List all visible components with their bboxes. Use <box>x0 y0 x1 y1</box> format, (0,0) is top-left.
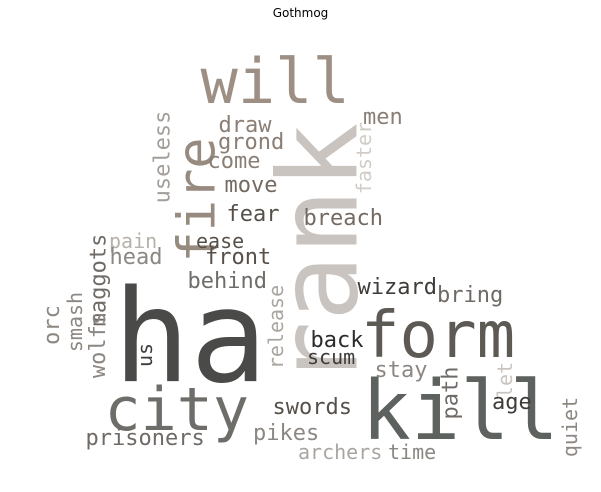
word-wizard: wizard <box>357 275 437 300</box>
word-bring: bring <box>437 283 504 308</box>
word-stay: stay <box>374 358 428 383</box>
word-faster: faster <box>352 121 377 195</box>
word-useless: useless <box>149 110 175 204</box>
word-prisoners: prisoners <box>85 426 205 451</box>
word-release: release <box>264 284 289 370</box>
word-pikes: pikes <box>253 421 320 446</box>
word-ease: ease <box>196 229 245 253</box>
word-kill: kill <box>361 364 559 459</box>
word-city: city <box>104 375 250 445</box>
word-orc: orc <box>39 305 65 345</box>
word-ha: ha <box>113 263 268 412</box>
word-quiet: quiet <box>558 396 583 458</box>
word-behind: behind <box>187 269 267 294</box>
word-form: form <box>361 299 516 373</box>
word-fear: fear <box>226 202 280 227</box>
word-wolfs: wolfs <box>86 311 112 379</box>
word-pain: pain <box>109 229 158 253</box>
word-head: head <box>109 245 163 270</box>
word-smash: smash <box>63 291 88 353</box>
word-scum: scum <box>307 345 356 369</box>
word-men: men <box>363 105 403 130</box>
word-draw: draw <box>218 113 272 138</box>
word-swords: swords <box>272 395 352 420</box>
chart-title: Gothmog <box>272 6 329 20</box>
word-archers: archers <box>298 440 383 464</box>
word-back: back <box>310 328 364 353</box>
word-us: us <box>133 342 158 368</box>
word-time: time <box>388 440 437 464</box>
word-age: age <box>492 390 532 415</box>
word-will: will <box>200 45 350 118</box>
word-come: come <box>207 149 261 174</box>
word-move: move <box>224 173 278 198</box>
word-breach: breach <box>303 206 383 231</box>
word-path: path <box>437 366 463 420</box>
word-grond: grond <box>218 130 285 155</box>
word-front: front <box>205 245 272 270</box>
